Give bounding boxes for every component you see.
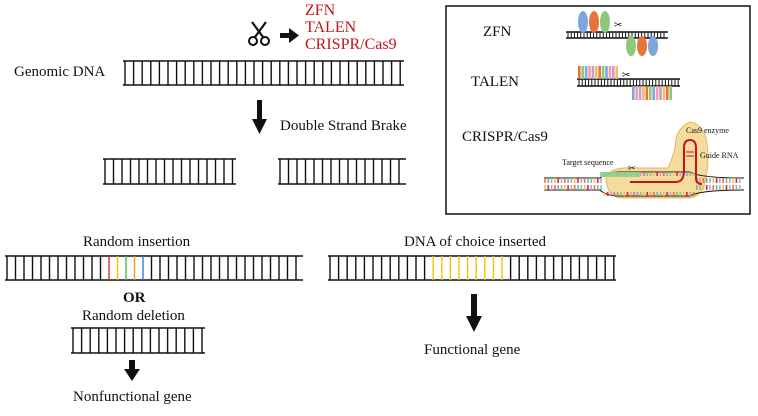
zfn-schematic: ✂ — [566, 11, 668, 56]
tale-repeat — [615, 66, 618, 79]
random-deletion-dna — [71, 327, 205, 354]
nuclease-label-zfn: ZFN — [305, 2, 336, 19]
crispr-schematic: ✂ — [544, 121, 745, 199]
down-arrow-icon — [124, 360, 140, 381]
random-deletion-label: Random deletion — [82, 308, 185, 324]
guide-rna-label: Guide RNA — [700, 151, 739, 160]
tale-repeat — [642, 86, 645, 100]
zinc-finger-domain — [578, 11, 588, 33]
random-insertion-dna — [5, 255, 303, 281]
dna-of-choice-strand — [328, 255, 616, 281]
inset-zfn-label: ZFN — [483, 24, 512, 40]
zinc-finger-domain — [626, 36, 636, 56]
inset-layer: ✂ ✂ ✂ — [544, 11, 745, 199]
tale-repeat — [638, 86, 642, 100]
inset-crispr-label: CRISPR/Cas9 — [462, 129, 548, 145]
tale-repeat — [659, 86, 662, 100]
dna-of-choice-label: DNA of choice inserted — [404, 234, 547, 250]
functional-gene-label: Functional gene — [424, 342, 521, 358]
dna-strand — [544, 189, 745, 197]
scissors-icon: ✂ — [628, 164, 636, 174]
talen-schematic: ✂ — [577, 66, 680, 100]
tale-repeat — [666, 86, 669, 100]
scissors-icon: ✂ — [622, 70, 630, 81]
inset-talen-label: TALEN — [471, 74, 519, 90]
tale-repeat — [632, 86, 635, 100]
tale-repeat — [608, 66, 612, 79]
tale-repeat — [605, 66, 608, 79]
random-insertion-label: Random insertion — [83, 234, 191, 250]
right-arrow-icon — [280, 28, 299, 43]
scissors-icon — [248, 21, 270, 46]
tale-repeat — [662, 86, 666, 100]
zinc-finger-domain — [637, 36, 647, 56]
cas9-enzyme-label: Cas9 enzyme — [686, 126, 729, 135]
tale-repeat — [669, 86, 672, 100]
down-arrow-icon — [252, 100, 267, 134]
tale-repeat — [652, 86, 655, 100]
tale-repeat — [598, 66, 601, 79]
zinc-finger-domain — [600, 11, 610, 33]
tale-repeat — [612, 66, 615, 79]
genomic-dna-label: Genomic DNA — [14, 64, 106, 80]
tale-repeat — [601, 66, 605, 79]
dna-layer — [5, 60, 616, 354]
guide-rna — [630, 138, 703, 185]
target-sequence — [600, 172, 640, 177]
zinc-finger-domain — [648, 36, 658, 56]
target-sequence-label: Target sequence — [562, 158, 614, 167]
tale-repeat — [578, 66, 581, 79]
dna-fragment-right — [278, 158, 406, 185]
nuclease-label-talen: TALEN — [305, 19, 357, 36]
dna-fragment-left — [103, 158, 236, 185]
tale-repeat — [584, 66, 588, 79]
nuclease-inset-box — [445, 5, 751, 215]
scissors-icon: ✂ — [614, 20, 622, 31]
tale-repeat — [595, 66, 598, 79]
tale-repeat — [645, 86, 649, 100]
tale-repeat — [591, 66, 595, 79]
nuclease-label-crispr: CRISPR/Cas9 — [305, 36, 397, 53]
or-label: OR — [123, 290, 146, 306]
tale-repeat — [649, 86, 652, 100]
tale-repeat — [588, 66, 591, 79]
genomic-dna — [123, 60, 404, 86]
nonfunctional-gene-label: Nonfunctional gene — [73, 389, 192, 405]
zinc-finger-domain — [589, 11, 599, 33]
down-arrow-icon — [466, 294, 482, 332]
tale-repeat — [581, 66, 584, 79]
double-strand-break-label: Double Strand Brake — [280, 118, 407, 134]
tale-repeat — [635, 86, 638, 100]
tale-repeat — [655, 86, 659, 100]
